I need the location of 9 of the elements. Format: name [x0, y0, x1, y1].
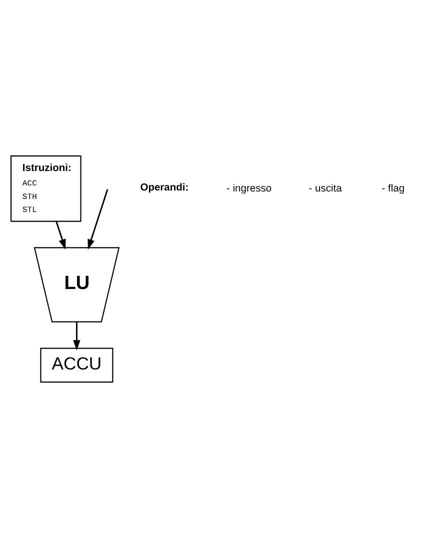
node-box: Istruzioni: ACC STH STL	[10, 154, 82, 222]
node-box: ACCU	[40, 347, 114, 382]
arrow	[56, 220, 66, 250]
label: - ingresso	[226, 182, 272, 194]
label: - uscita	[308, 182, 342, 194]
arrow	[73, 321, 80, 350]
arrow	[88, 188, 108, 250]
label: - flag	[382, 182, 405, 194]
label: Operandi:	[140, 182, 189, 194]
